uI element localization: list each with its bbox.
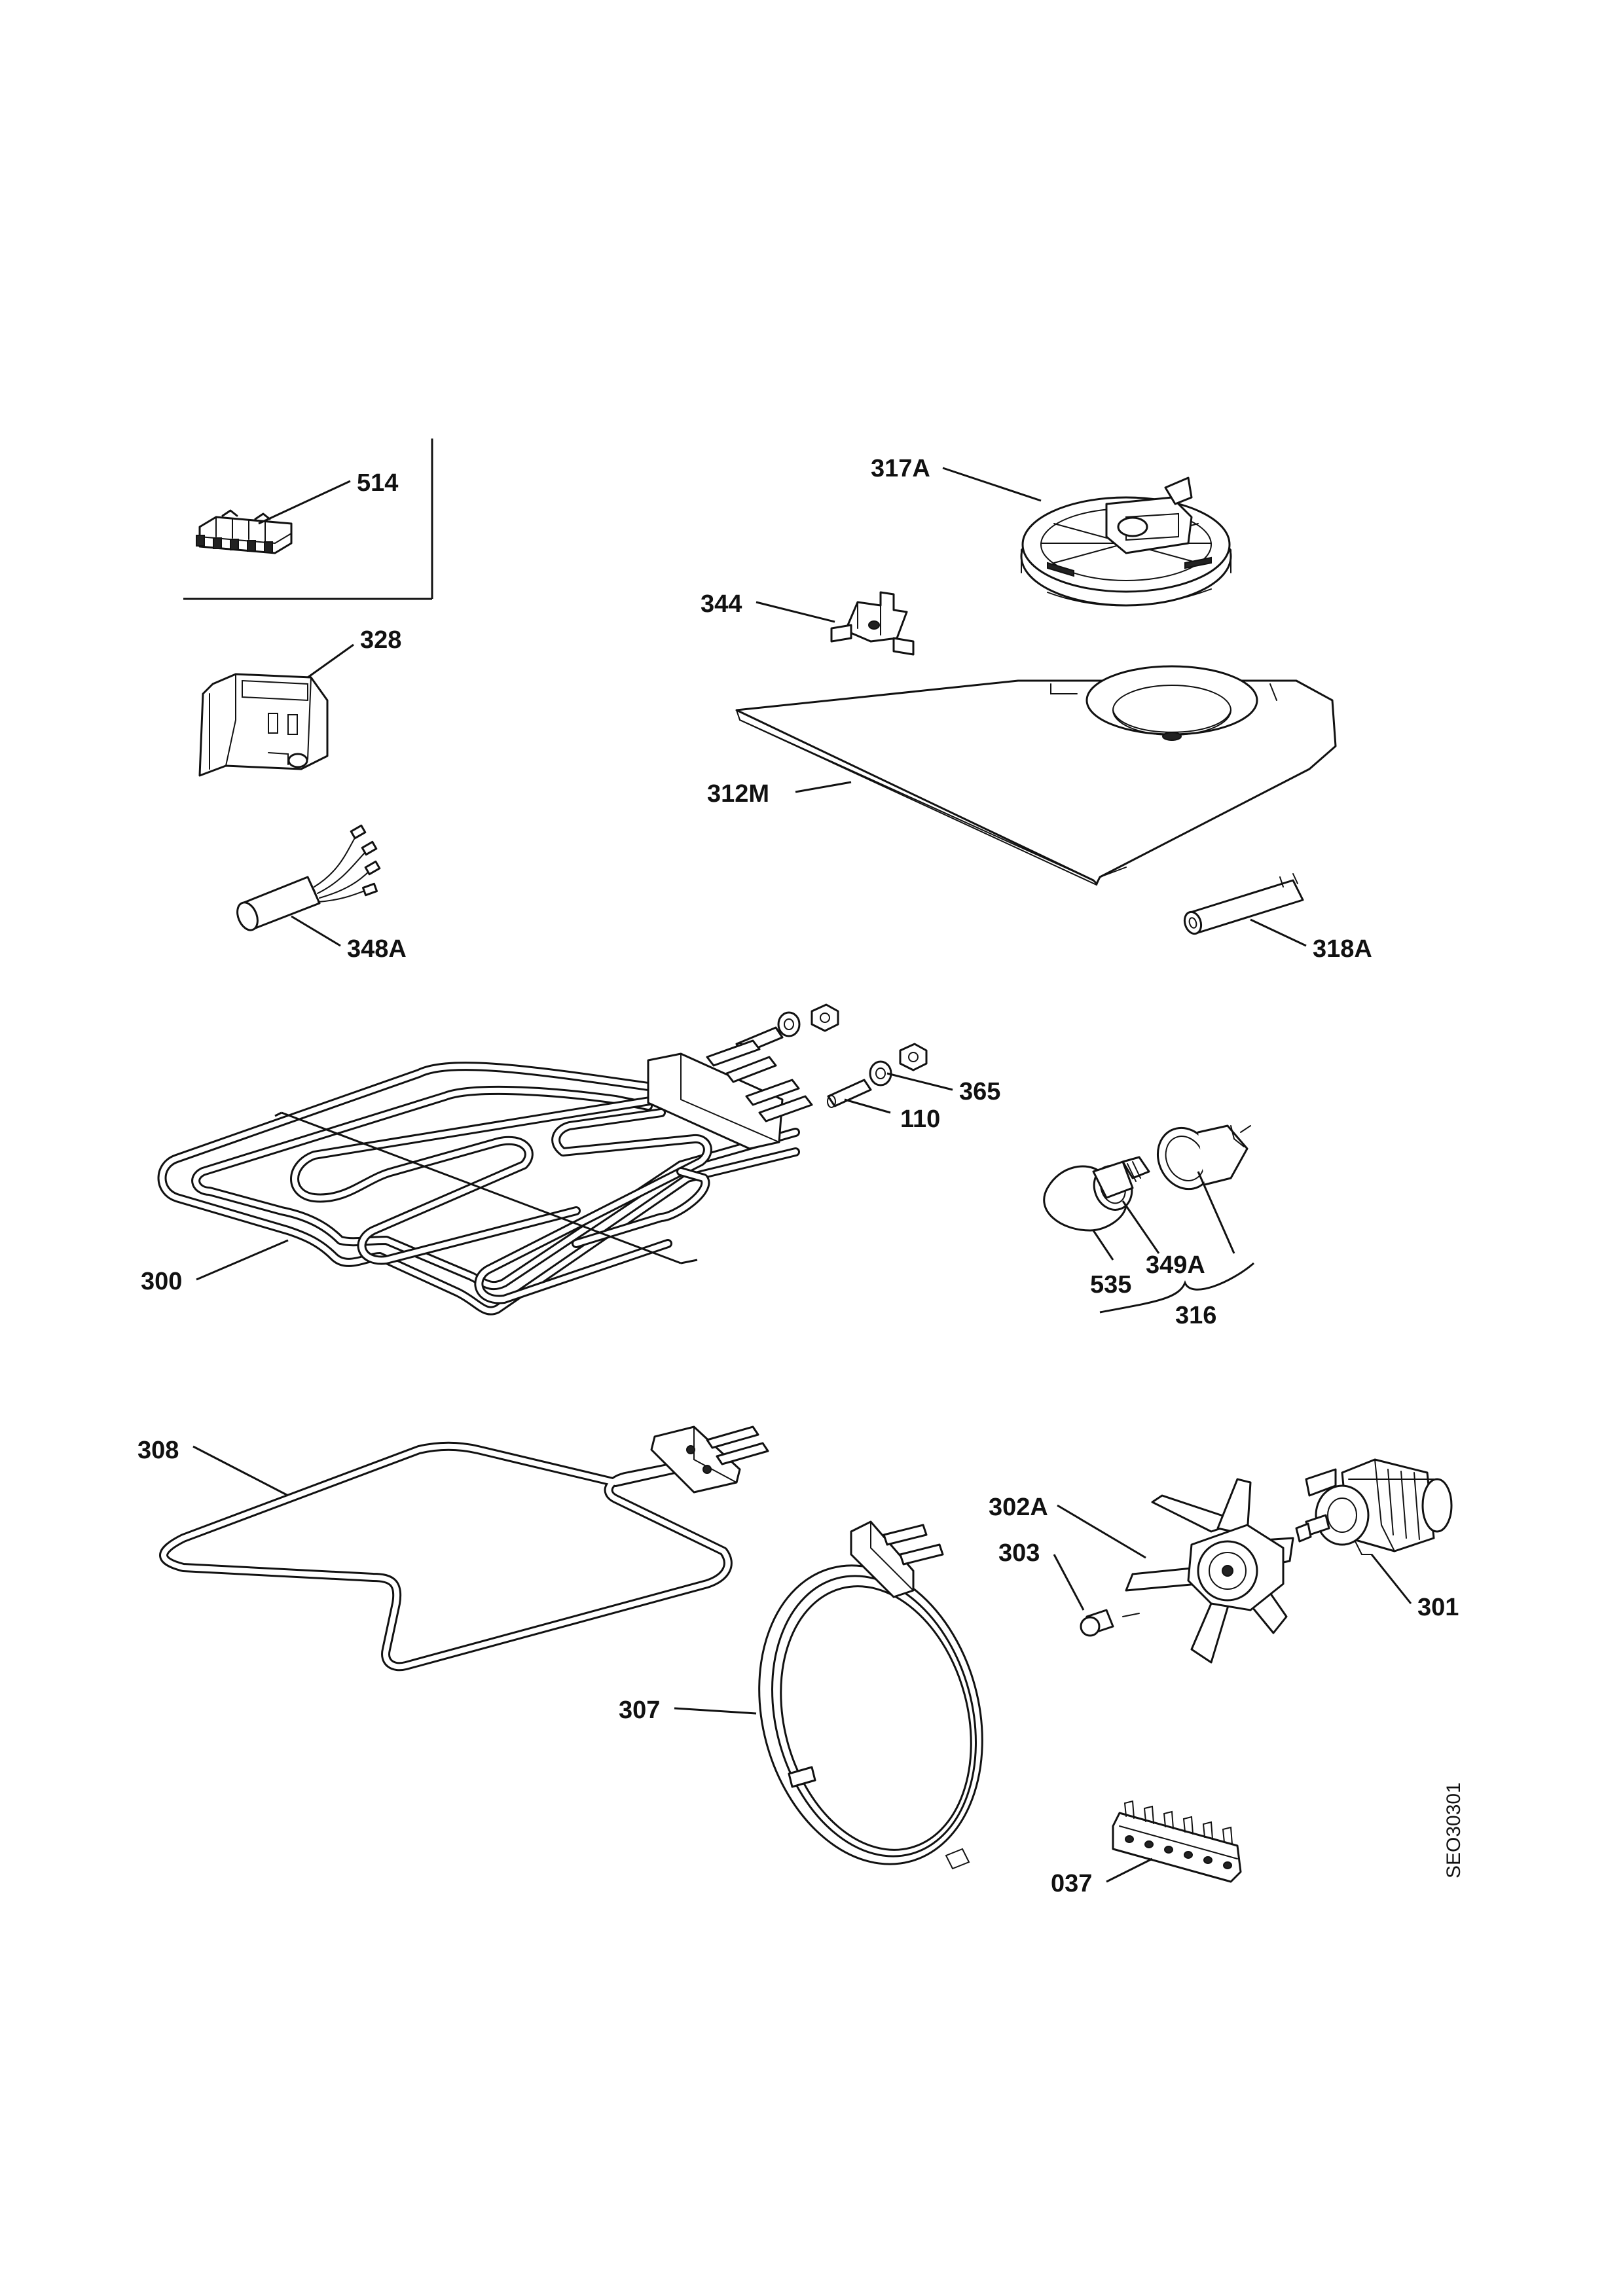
- leader-317A: [942, 467, 1042, 502]
- label-301: 301: [1417, 1594, 1459, 1621]
- label-514: 514: [357, 469, 398, 497]
- label-317A: 317A: [871, 455, 930, 482]
- label-300: 300: [141, 1268, 182, 1295]
- label-302A: 302A: [989, 1494, 1048, 1521]
- label-349A: 349A: [1146, 1251, 1205, 1279]
- leader-037: [1106, 1857, 1153, 1883]
- part-300-grill-element: [157, 1039, 813, 1316]
- label-348A: 348A: [347, 935, 407, 963]
- inset-frame: [183, 439, 433, 600]
- part-317A-fan-cover: [1020, 476, 1232, 607]
- part-318A-spacer: [1183, 873, 1304, 935]
- leader-301: [1370, 1554, 1412, 1604]
- label-328: 328: [360, 626, 401, 654]
- leader-300: [196, 1239, 289, 1281]
- label-365: 365: [959, 1078, 1000, 1105]
- leader-365: [886, 1072, 953, 1091]
- label-110: 110: [900, 1105, 940, 1133]
- part-349A-lamp-bulb-holder: [1092, 1124, 1251, 1199]
- leader-303: [1053, 1554, 1085, 1611]
- label-535: 535: [1090, 1271, 1131, 1299]
- part-037-terminal-strip: [1112, 1800, 1242, 1883]
- label-307: 307: [619, 1696, 660, 1724]
- leader-318A: [1250, 918, 1307, 947]
- part-307-circular-element: [758, 1520, 983, 1870]
- leader-308: [192, 1445, 289, 1497]
- label-344: 344: [701, 590, 742, 618]
- leader-514: [258, 480, 351, 525]
- leader-535: [1092, 1230, 1114, 1261]
- leader-110: [844, 1098, 891, 1114]
- label-308: 308: [137, 1437, 179, 1464]
- leader-312M: [795, 781, 852, 793]
- leader-349A-a: [1122, 1200, 1160, 1254]
- brace-316: [1099, 1262, 1254, 1314]
- part-303-nut: [1080, 1609, 1140, 1637]
- part-308-bottom-element: [159, 1426, 769, 1672]
- leader-307: [674, 1707, 757, 1715]
- part-344-bracket: [830, 591, 915, 656]
- label-316: 316: [1175, 1302, 1216, 1329]
- part-302A-fan-blade: [1125, 1478, 1294, 1664]
- part-365-nuts: [777, 1003, 928, 1086]
- drawing-code: SEO30301: [1443, 1782, 1465, 1878]
- label-318A: 318A: [1313, 935, 1372, 963]
- label-303: 303: [998, 1539, 1040, 1567]
- part-348A-sensor: [236, 824, 381, 931]
- part-514-terminal-block: [196, 509, 293, 554]
- label-312M: 312M: [707, 780, 769, 808]
- part-301-fan-motor: [1295, 1458, 1453, 1555]
- leader-302A: [1057, 1504, 1146, 1559]
- part-312M-back-panel: [735, 665, 1337, 886]
- leader-348A: [291, 915, 341, 947]
- leader-344: [756, 601, 835, 623]
- leader-328: [307, 643, 354, 679]
- label-037: 037: [1051, 1870, 1092, 1897]
- part-328-switch: [198, 673, 329, 777]
- leader-349A-b: [1197, 1171, 1235, 1254]
